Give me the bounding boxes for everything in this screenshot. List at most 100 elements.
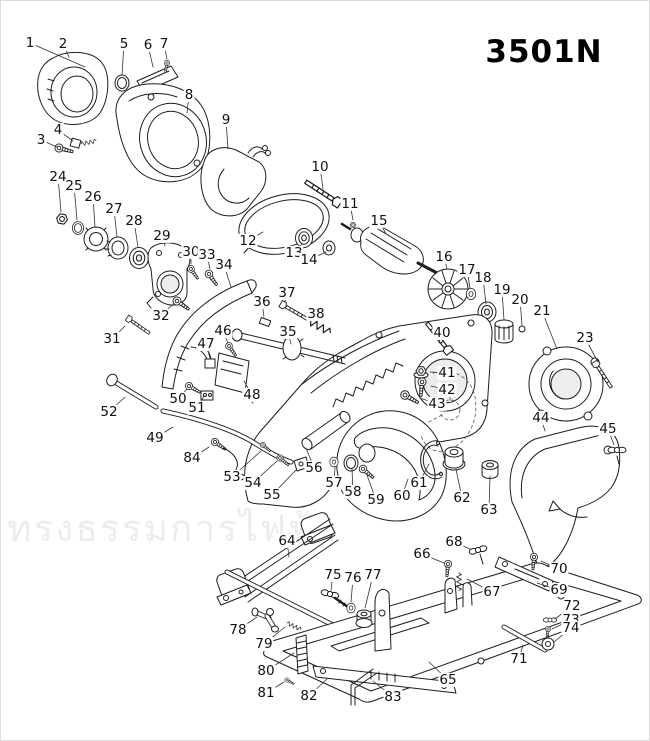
leader-line-36 <box>261 301 265 318</box>
part-26-knob-shape <box>83 226 109 252</box>
leader-line-9 <box>225 119 229 150</box>
part-51-clamp-shape <box>200 390 214 401</box>
leader-line-62 <box>455 468 463 499</box>
part-5-ring-shape <box>114 74 130 92</box>
part-48-lever-shape <box>214 352 254 404</box>
part-15-armature-shape <box>340 222 448 280</box>
leader-line-46 <box>222 330 229 344</box>
part-81-screw-shape <box>283 676 296 687</box>
leader-line-77 <box>364 574 374 609</box>
part-2-rear-cover-shape <box>37 51 109 125</box>
leader-line-28 <box>133 220 139 248</box>
part-84-screw-and-lead-shape <box>209 436 245 481</box>
leader-line-66 <box>421 553 445 564</box>
part-72-wing-nut-shape <box>542 617 558 623</box>
part-63-nut-shape <box>481 460 499 479</box>
leader-line-47 <box>205 343 211 359</box>
part-19-sleeve-shape <box>494 319 514 344</box>
part-17-washer-shape <box>465 287 477 301</box>
part-65-base-shape <box>263 562 642 703</box>
leader-line-5 <box>121 43 125 76</box>
main-housing-shape <box>244 314 493 522</box>
part-71-rod-shape <box>501 624 548 653</box>
part-38-spring-shape <box>304 316 333 337</box>
part-33-screw-shape <box>203 268 221 288</box>
part-57-washer-shape <box>329 456 339 468</box>
leader-line-3 <box>40 139 58 148</box>
leader-line-11 <box>349 203 354 221</box>
part-75-wing-bolt-shape <box>320 588 350 609</box>
leader-line-68 <box>453 541 471 550</box>
leader-line-4 <box>57 129 74 142</box>
part-62-flange-nut-shape <box>442 446 466 471</box>
part-82-guide-plate-shape <box>312 665 457 694</box>
leader-line-26 <box>92 196 96 228</box>
leader-line-81 <box>265 681 285 694</box>
leader-line-76 <box>350 577 354 603</box>
part-66-screw-shape <box>442 559 453 578</box>
leader-line-1 <box>29 42 86 68</box>
part-11-nut-shape <box>349 222 357 228</box>
part-20-ball-shape <box>518 325 526 333</box>
leader-line-7 <box>163 43 168 60</box>
leader-line-27 <box>113 208 118 238</box>
part-83-bracket-shape <box>350 668 378 706</box>
part-68-wing-nut-shape <box>468 544 488 565</box>
leader-line-63 <box>488 475 491 511</box>
part-78-elbow-shape <box>251 607 279 633</box>
leader-line-44 <box>540 417 546 432</box>
leader-line-38 <box>315 313 318 323</box>
part-44-blade-cover-shape <box>509 425 621 571</box>
leader-line-33 <box>206 254 211 270</box>
part-45-wing-bolt-shape <box>607 446 627 465</box>
leader-line-49 <box>154 426 174 439</box>
part-4-carbon-brush-shape <box>69 137 97 149</box>
part-52-pin-shape <box>106 373 159 410</box>
part-35-spindle-shape <box>231 328 346 365</box>
leader-line-32 <box>160 303 174 317</box>
leader-line-20 <box>519 299 523 326</box>
leader-line-24 <box>57 176 62 213</box>
leader-line-84 <box>191 446 210 459</box>
leader-line-16 <box>443 256 448 270</box>
part-29-bearing-plate-shape <box>146 242 191 309</box>
part-37-bolt-shape <box>278 300 310 323</box>
part-47-terminal-shape <box>190 342 216 369</box>
part-80-scale-strip-shape <box>295 634 309 675</box>
part-16-fan-shape <box>427 268 469 310</box>
part-28-bearing-shape <box>129 246 149 270</box>
part-77-flange-nut-shape <box>355 609 373 628</box>
leader-line-37 <box>284 292 288 303</box>
part-61-snap-ring-shape <box>420 440 443 480</box>
leader-line-50 <box>177 388 188 400</box>
part-21-bearing-box-shape <box>528 346 604 422</box>
part-60-safety-cover-shape <box>353 427 436 501</box>
leader-line-52 <box>108 396 126 413</box>
part-9-stator-shape <box>200 145 271 217</box>
part-79-spring-shape <box>285 620 303 632</box>
part-74-knob-shape <box>541 634 555 651</box>
leader-line-34 <box>223 264 232 288</box>
part-24-nut-shape <box>55 212 69 226</box>
part-8-motor-housing-shape <box>115 83 211 183</box>
leader-line-82 <box>308 678 328 697</box>
part-25-ring-shape <box>72 221 84 235</box>
part-76-washer-shape <box>346 602 356 614</box>
part-27-ring-nut-shape <box>105 236 129 260</box>
leader-line-14 <box>308 251 327 261</box>
part-58-bushing-shape <box>343 454 359 472</box>
leader-line-18 <box>482 277 487 305</box>
leader-line-25 <box>73 185 78 221</box>
leader-line-19 <box>501 289 505 321</box>
leader-line-10 <box>319 166 324 190</box>
part-31-bolt-shape <box>124 314 152 337</box>
part-36-key-shape <box>258 316 272 328</box>
part-13-bearing-shape <box>294 228 314 248</box>
leader-line-78 <box>237 616 258 631</box>
leader-line-6 <box>147 44 154 68</box>
part-50-screw-shape <box>183 380 203 396</box>
leader-line-75 <box>330 574 334 591</box>
part-30-screw-shape <box>185 263 202 282</box>
